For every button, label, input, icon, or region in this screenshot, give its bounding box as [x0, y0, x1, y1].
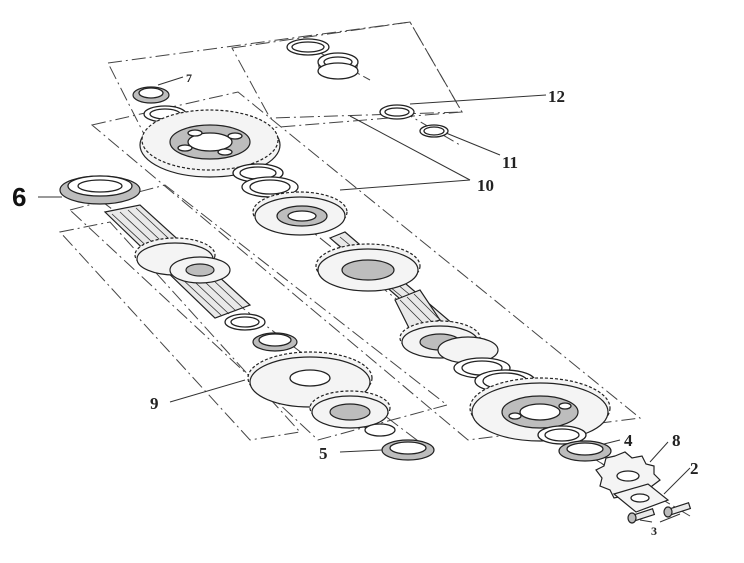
- label-part-8: 8: [672, 431, 681, 450]
- label-part-7: 7: [186, 71, 192, 85]
- label-part-5: 5: [319, 444, 328, 463]
- part-4-bearing: [537, 425, 612, 462]
- leader-lines: [38, 76, 691, 523]
- label-part-11: 11: [502, 153, 518, 172]
- label-part-2: 2: [690, 459, 699, 478]
- part-12-11-washer-clip: [379, 104, 449, 138]
- part-6-bearing: [59, 175, 141, 205]
- part-5-bearing: [381, 439, 435, 461]
- assembly-outlines: [59, 21, 642, 441]
- part-7-bearing: [132, 86, 187, 123]
- counter-shaft-assembly: [103, 204, 396, 437]
- part-labels: 12 11 10 7 6 9 5 4 8 2 3: [12, 71, 699, 538]
- label-part-4: 4: [624, 431, 633, 450]
- part-3-bolts: [627, 501, 692, 524]
- label-part-6: 6: [12, 182, 26, 212]
- main-shaft-assembly: [139, 109, 611, 442]
- label-part-12: 12: [548, 87, 565, 106]
- label-part-10: 10: [477, 176, 494, 195]
- part-2-retainer-plate: [612, 483, 670, 513]
- label-part-3: 3: [651, 524, 657, 538]
- label-part-9: 9: [150, 394, 159, 413]
- top-bearing-group: [286, 38, 359, 80]
